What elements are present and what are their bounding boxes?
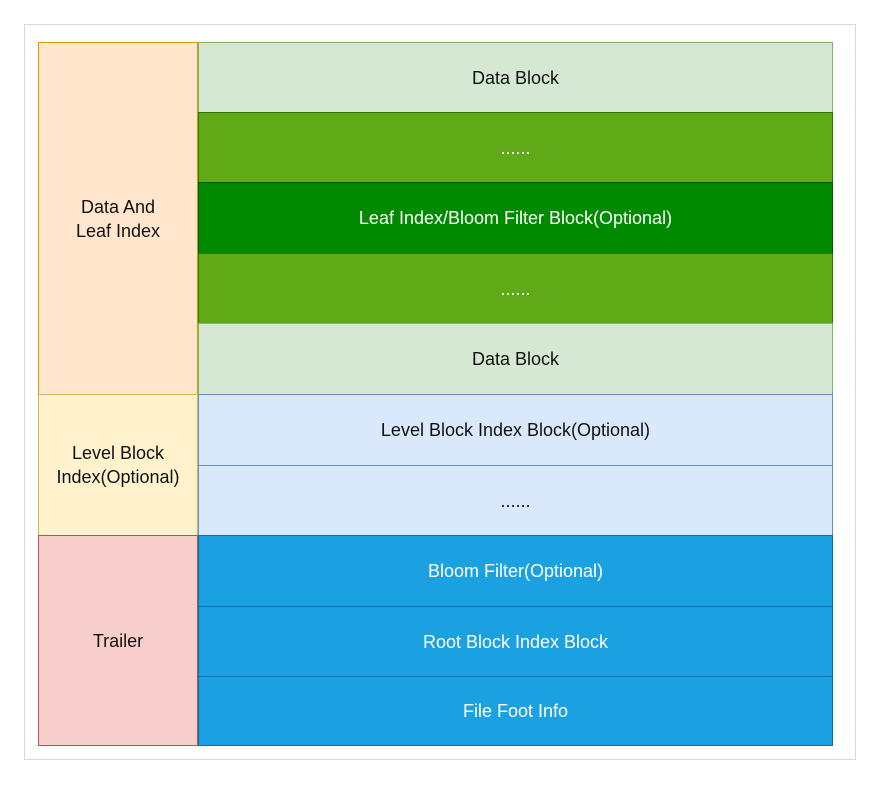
block-label: ......: [500, 490, 531, 511]
block-column: Data Block ...... Leaf Index/Bloom Filte…: [198, 42, 833, 746]
block-label: Leaf Index/Bloom Filter Block(Optional): [358, 208, 673, 228]
block-root-block-index-block: Root Block Index Block: [198, 606, 833, 677]
block-ellipsis-green-2: ......: [198, 253, 833, 324]
block-label: Level Block Index Block(Optional): [380, 420, 651, 440]
block-data-block-bottom: Data Block: [198, 323, 833, 395]
section-label: Data And Leaf Index: [75, 196, 161, 241]
block-data-block-top: Data Block: [198, 42, 833, 113]
block-label: Root Block Index Block: [422, 631, 609, 652]
block-label: File Foot Info: [462, 701, 569, 721]
block-label: Data Block: [471, 67, 560, 88]
section-column: Data And Leaf Index Level Block Index(Op…: [38, 42, 198, 746]
block-bloom-filter: Bloom Filter(Optional): [198, 535, 833, 607]
block-leaf-index-bloom-filter: Leaf Index/Bloom Filter Block(Optional): [198, 182, 833, 254]
block-label: Data Block: [471, 349, 560, 369]
section-label: Level Block Index(Optional): [56, 443, 180, 487]
block-ellipsis-green-1: ......: [198, 112, 833, 183]
block-label: ......: [500, 278, 531, 299]
hfile-structure-diagram: Data And Leaf Index Level Block Index(Op…: [38, 42, 833, 746]
section-trailer: Trailer: [38, 535, 198, 746]
block-file-foot-info: File Foot Info: [198, 676, 833, 746]
block-ellipsis-blue: ......: [198, 465, 833, 536]
section-level-block-index: Level Block Index(Optional): [38, 394, 198, 536]
section-label: Trailer: [92, 630, 144, 651]
section-data-and-leaf-index: Data And Leaf Index: [38, 42, 198, 395]
block-level-block-index-block: Level Block Index Block(Optional): [198, 394, 833, 466]
block-label: Bloom Filter(Optional): [427, 561, 604, 581]
block-label: ......: [500, 137, 531, 158]
